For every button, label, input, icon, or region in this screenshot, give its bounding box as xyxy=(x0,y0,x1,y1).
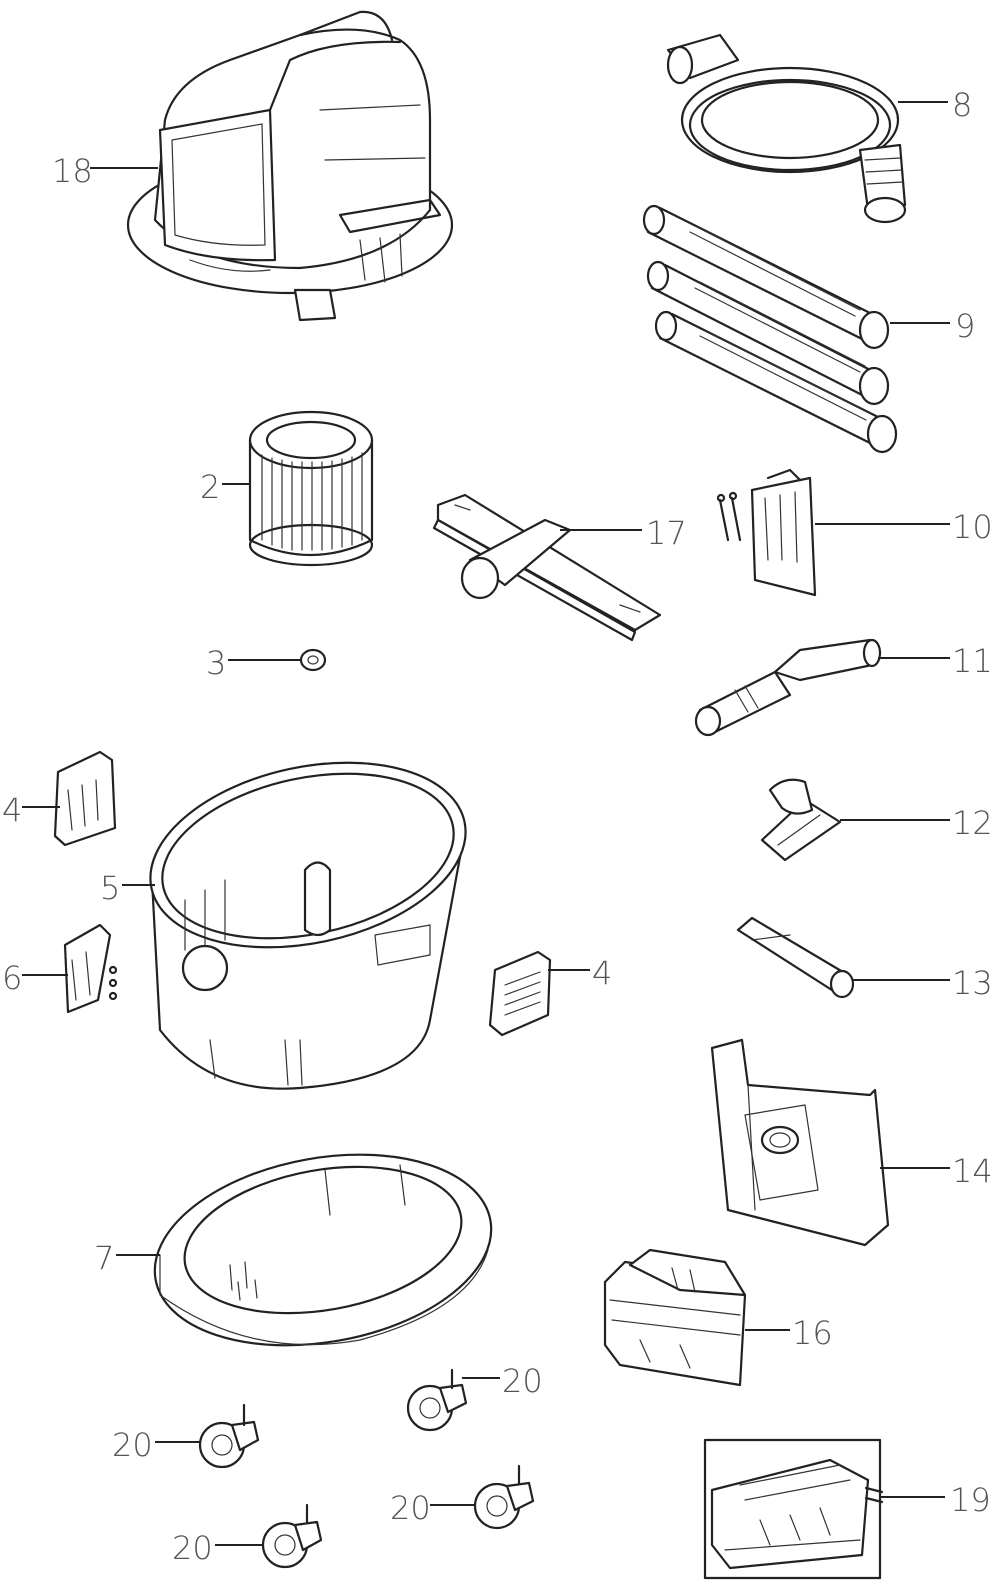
part-10-accessory-holder xyxy=(716,468,817,597)
part-6-latch xyxy=(63,923,118,1014)
callout-20b: 20 xyxy=(112,1426,153,1464)
part-7-base xyxy=(153,1153,493,1347)
callout-8: 8 xyxy=(952,86,972,124)
callout-12: 12 xyxy=(952,804,993,842)
part-17-floor-nozzle xyxy=(432,493,662,642)
part-8-hose xyxy=(666,33,907,224)
callout-3: 3 xyxy=(206,644,226,682)
callout-17: 17 xyxy=(646,514,687,552)
callout-20a: 20 xyxy=(502,1362,543,1400)
part-5-tank xyxy=(149,761,467,1090)
part-19-charger xyxy=(703,1438,884,1580)
callout-19: 19 xyxy=(950,1481,991,1519)
callout-20c: 20 xyxy=(390,1489,431,1527)
part-4-side-cap-left xyxy=(53,750,117,847)
part-11-elbow-wand xyxy=(694,638,882,737)
callout-4a: 4 xyxy=(2,791,22,829)
callout-9: 9 xyxy=(955,307,975,345)
part-20-caster-a xyxy=(406,1368,468,1432)
part-18-motor-head xyxy=(126,10,454,322)
part-13-crevice-tool xyxy=(736,916,855,999)
callout-11: 11 xyxy=(952,642,993,680)
callout-13: 13 xyxy=(952,964,993,1002)
part-20-caster-d xyxy=(261,1503,323,1569)
callout-4b: 4 xyxy=(592,954,612,992)
callout-16: 16 xyxy=(792,1314,833,1352)
callout-18: 18 xyxy=(52,152,93,190)
callout-14: 14 xyxy=(952,1152,993,1190)
part-2-cartridge-filter xyxy=(248,410,374,567)
part-20-caster-c xyxy=(473,1464,535,1530)
callout-2: 2 xyxy=(200,468,220,506)
callout-10: 10 xyxy=(952,508,993,546)
part-12-upholstery-tool xyxy=(760,778,842,862)
part-16-battery xyxy=(603,1248,747,1387)
part-4-side-cap-right xyxy=(488,950,552,1037)
part-9-extension-tubes xyxy=(642,204,898,454)
part-3-nut xyxy=(299,648,327,672)
callout-20d: 20 xyxy=(172,1529,213,1567)
part-14-dust-bag xyxy=(710,1038,890,1247)
callout-5: 5 xyxy=(100,869,120,907)
callout-6: 6 xyxy=(2,959,22,997)
part-20-caster-b xyxy=(198,1403,260,1469)
callout-7: 7 xyxy=(94,1239,114,1277)
